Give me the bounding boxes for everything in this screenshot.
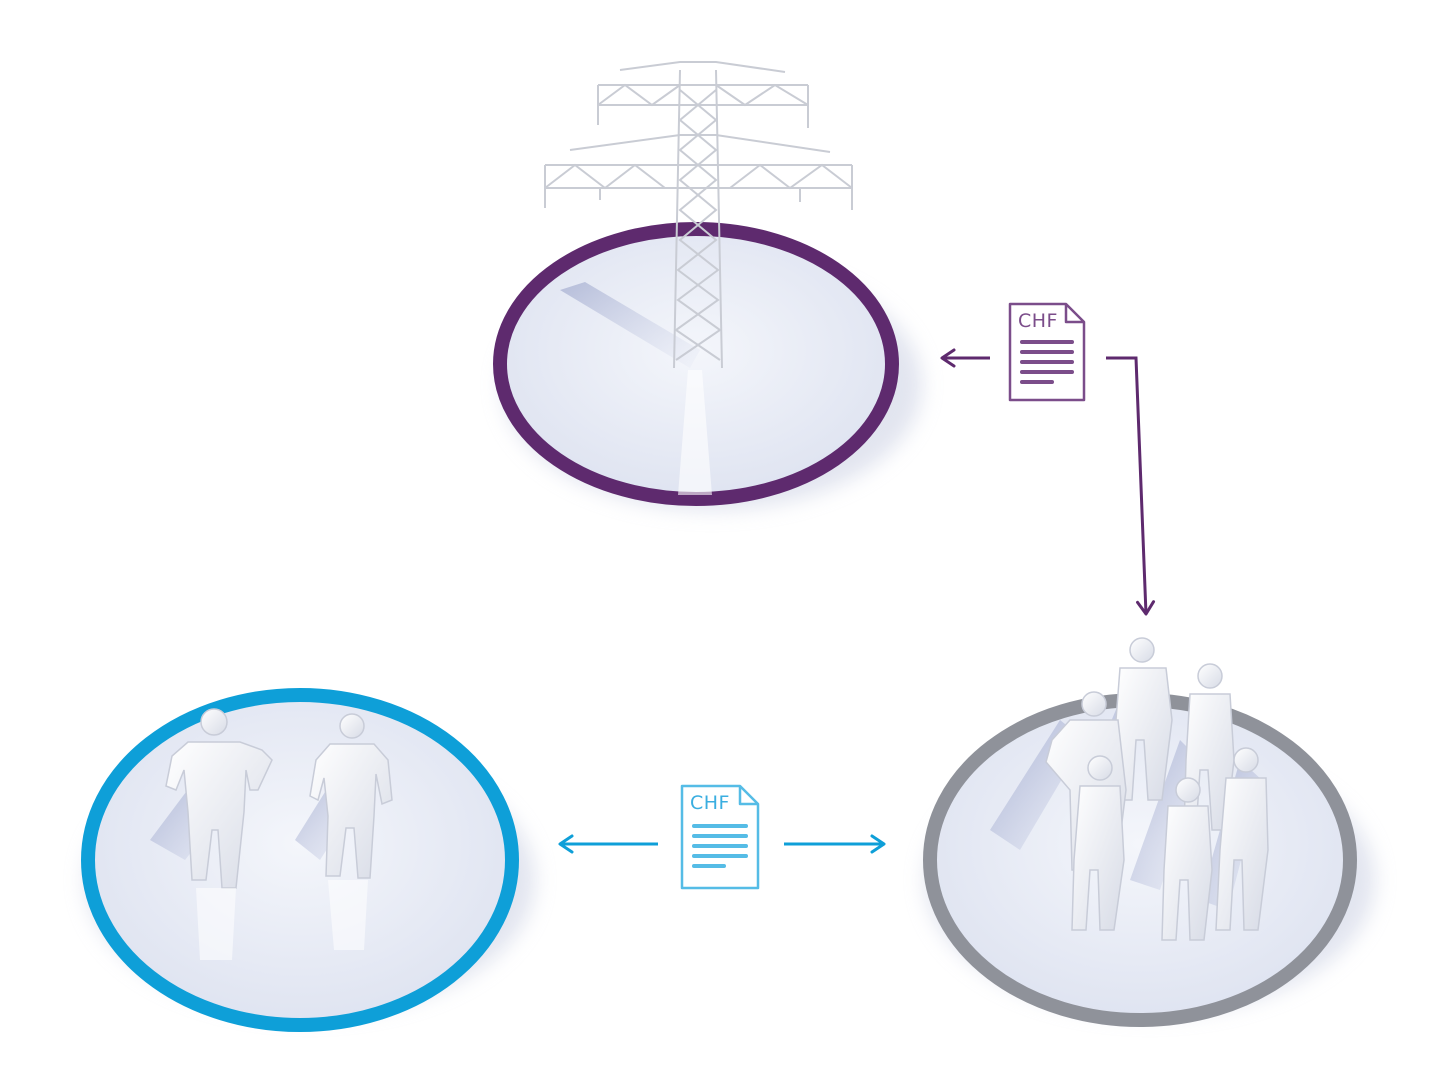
energy-supplier-node (81, 688, 535, 1032)
power-pylon-icon (544, 61, 853, 369)
group-of-people-icon (1045, 637, 1269, 941)
invoice-document-bottom: CHF (680, 784, 760, 890)
grid-operator-node (493, 61, 922, 510)
document-currency-label: CHF (690, 792, 730, 814)
invoice-document-top: CHF (1008, 302, 1086, 402)
document-currency-label: CHF (1018, 310, 1058, 332)
consumers-group-node (923, 637, 1375, 1027)
energy-supplier-platform (81, 688, 519, 1032)
arrow-to-consumers (1106, 356, 1156, 616)
two-people-icon (165, 708, 393, 889)
